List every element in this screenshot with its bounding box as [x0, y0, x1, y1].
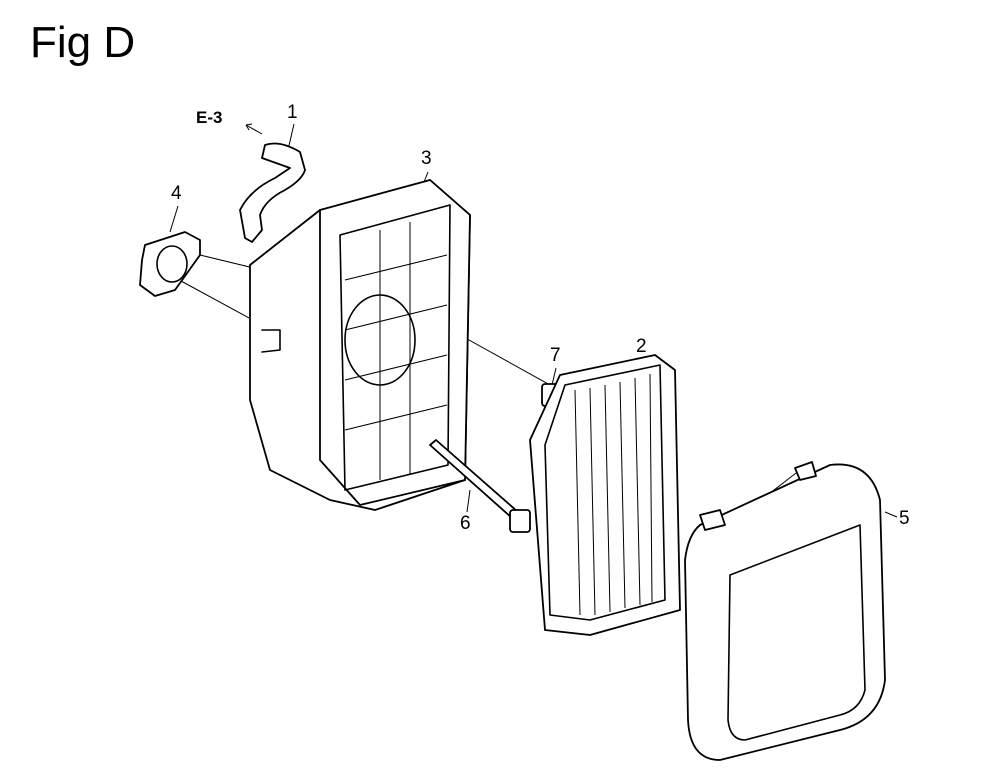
callout-3: 3	[421, 148, 432, 169]
callout-7: 7	[550, 345, 561, 366]
callout-4: 4	[171, 183, 182, 204]
callout-6: 6	[460, 513, 471, 534]
bolt-part-6	[429, 439, 531, 533]
hose-part-1	[239, 142, 306, 243]
callout-2: 2	[636, 336, 647, 357]
air-cleaner-cover-part-5	[684, 461, 886, 761]
callout-5: 5	[899, 508, 910, 529]
air-cleaner-case-part-3	[249, 179, 471, 511]
gasket-part-4	[139, 231, 201, 297]
reference-label: E-3	[196, 108, 223, 127]
figure-title: Fig D	[30, 18, 136, 67]
air-filter-part-2	[529, 354, 681, 636]
callout-1: 1	[287, 102, 298, 123]
